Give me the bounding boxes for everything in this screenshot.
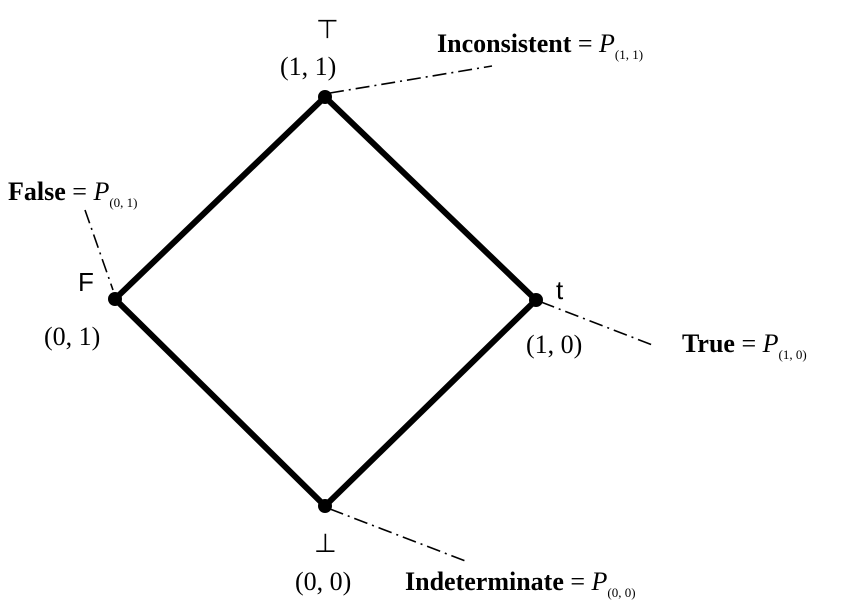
edge-left-top: [112, 94, 328, 302]
node-top-symbol: ⊤: [316, 14, 339, 44]
label-false: False = P(0, 1): [8, 177, 138, 210]
label-inconsistent: Inconsistent = P(1, 1): [437, 29, 643, 62]
label-false-name: False: [8, 177, 66, 206]
node-bottom-symbol: ⊥: [314, 528, 337, 558]
node-right-symbol: t: [556, 275, 564, 305]
node-top-coord: (1, 1): [280, 52, 336, 81]
label-true-p: P: [762, 329, 779, 358]
label-false-eq: =: [66, 177, 94, 206]
node-left: [108, 292, 122, 306]
label-true-sub: (1, 0): [779, 347, 807, 362]
label-inconsistent-sub: (1, 1): [615, 47, 643, 62]
label-inconsistent-name: Inconsistent: [437, 29, 572, 58]
node-left-symbol: F: [78, 267, 94, 297]
label-indeterminate-eq: =: [564, 567, 592, 596]
edge-bottom-left: [112, 296, 328, 509]
label-indeterminate: Indeterminate = P(0, 0): [405, 567, 636, 600]
label-inconsistent-p: P: [598, 29, 615, 58]
leader-inconsistent: [329, 65, 493, 94]
leader-indeterminate: [329, 508, 469, 563]
label-false-p: P: [92, 177, 109, 206]
label-true-name: True: [682, 329, 735, 358]
node-top: [318, 90, 332, 104]
edge-top-right: [322, 94, 539, 303]
node-bottom-coord: (0, 0): [295, 567, 351, 596]
node-bottom: [318, 499, 332, 513]
label-indeterminate-sub: (0, 0): [607, 585, 635, 600]
node-right-coord: (1, 0): [526, 330, 582, 359]
leader-true: [540, 301, 656, 347]
node-left-coord: (0, 1): [44, 322, 100, 351]
label-inconsistent-eq: =: [571, 29, 599, 58]
label-false-sub: (0, 1): [109, 195, 137, 210]
label-true: True = P(1, 0): [682, 329, 807, 362]
label-true-eq: =: [735, 329, 763, 358]
edge-right-bottom: [322, 297, 539, 509]
label-indeterminate-p: P: [591, 567, 608, 596]
label-indeterminate-name: Indeterminate: [405, 567, 564, 596]
node-right: [529, 293, 543, 307]
